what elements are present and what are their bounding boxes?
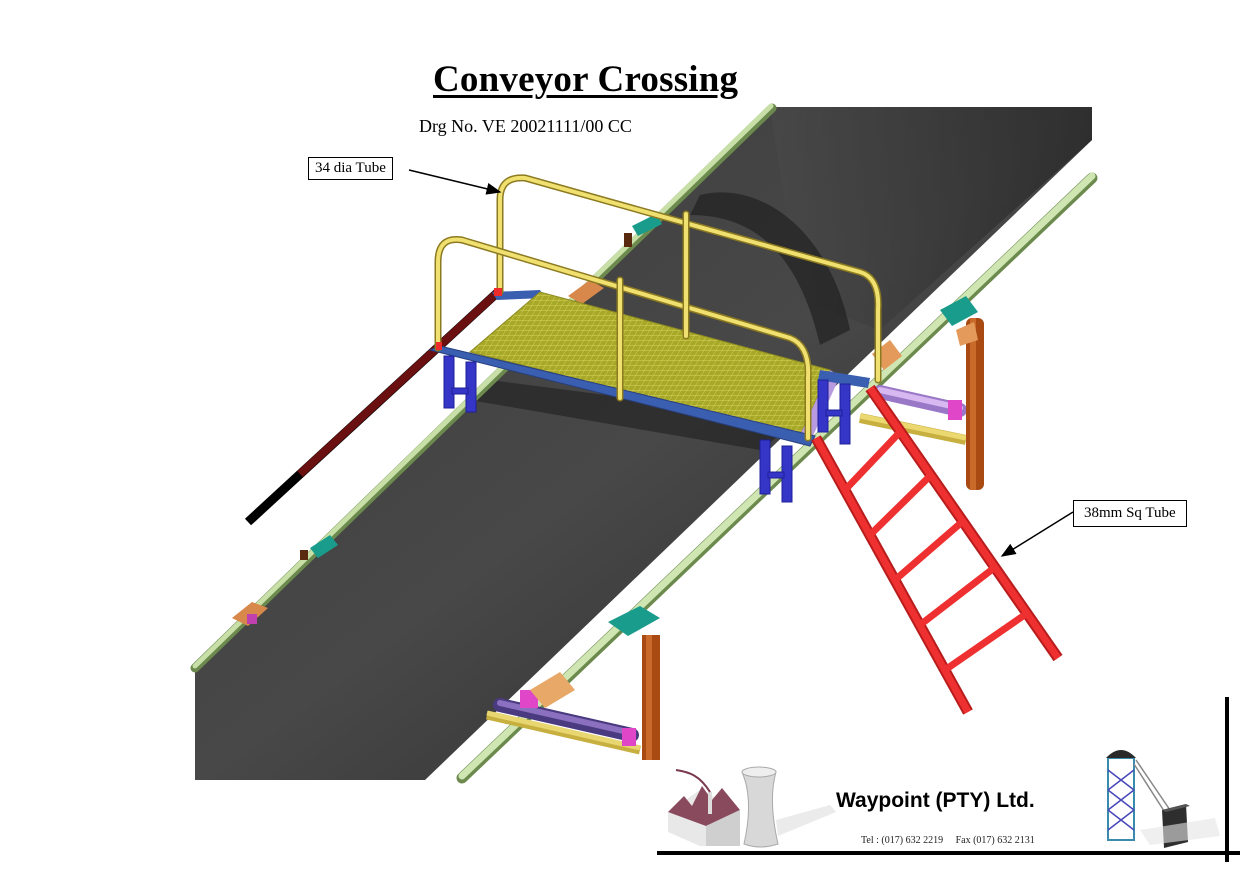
bracket-dark-upper [624, 233, 632, 247]
red-joint [494, 288, 502, 296]
drawing-title: Conveyor Crossing [433, 59, 739, 100]
bracket-dark-left [300, 550, 308, 560]
platform-back-beam [492, 290, 545, 300]
left-ground-rail [244, 288, 502, 526]
left-edge-pipe [190, 103, 777, 673]
platform-shadow [690, 192, 850, 345]
company-name: Waypoint (PTY) Ltd. [836, 789, 1035, 812]
cooling-tower-icon [741, 766, 836, 848]
headframe-icon [1106, 750, 1220, 848]
plate-orange-upper [568, 280, 604, 304]
ladder [811, 384, 1063, 715]
bracket-teal-left [310, 535, 338, 558]
bracket-teal-upper [632, 214, 662, 236]
fax: Fax (017) 632 2131 [955, 835, 1035, 846]
platform-legs [443, 355, 851, 503]
factory-icon [668, 769, 740, 846]
bracket-magenta-left [247, 614, 257, 624]
callout-34-dia-tube: 34 dia Tube [308, 157, 393, 180]
platform-shadow-lower [470, 380, 800, 450]
telephone: Tel : (017) 632 2219 [861, 835, 944, 846]
lower-idler-assembly [485, 606, 660, 760]
red-joint-2 [436, 342, 442, 350]
contact-info: Tel : (017) 632 2219 Fax (017) 632 2131 [861, 835, 1035, 846]
drawing-number: Drg No. VE 20021111/00 CC [419, 116, 632, 136]
callout-arrow-1 [408, 169, 502, 195]
callout-arrow-2 [1000, 511, 1074, 557]
platform-right-beam [818, 370, 870, 388]
callout-38mm-sq-tube: 38mm Sq Tube [1073, 500, 1187, 527]
